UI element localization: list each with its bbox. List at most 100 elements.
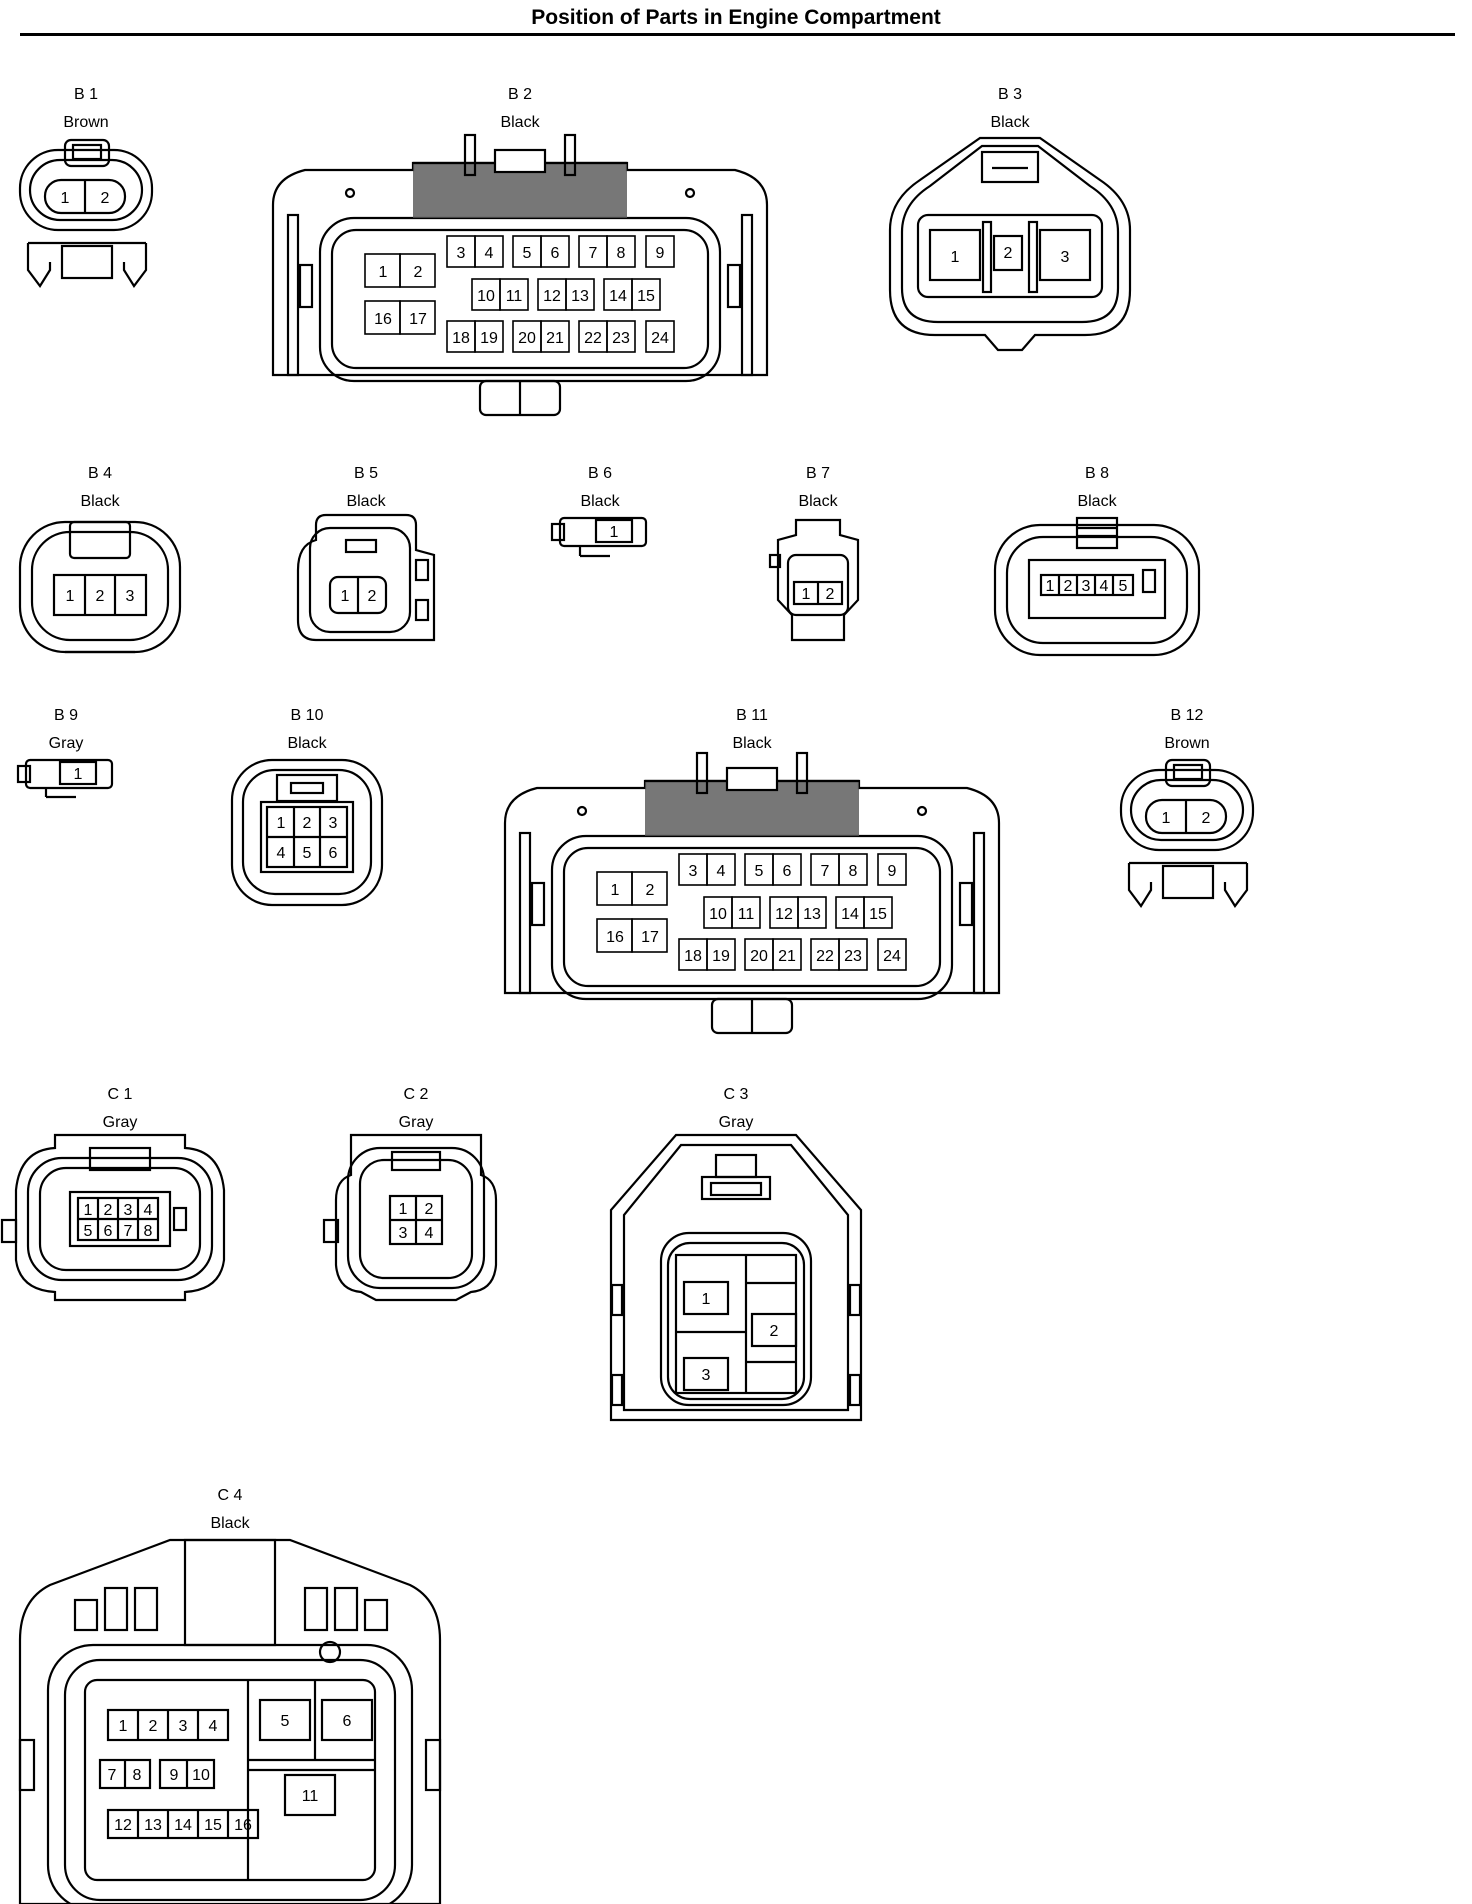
- pin-label: 20: [750, 948, 768, 965]
- pin-label: 21: [546, 330, 564, 347]
- pin-label: 14: [174, 1817, 192, 1834]
- connector-color: Black: [500, 114, 540, 131]
- pin-label: 2: [368, 588, 377, 605]
- pin-label: 1: [702, 1291, 711, 1308]
- connector-b7-body: [768, 518, 860, 642]
- connector-color: Black: [798, 493, 838, 510]
- pin-label: 1: [341, 588, 350, 605]
- connector-b4-body: [18, 520, 182, 654]
- connector-b8-body: [993, 516, 1201, 657]
- pin-label: 4: [717, 863, 726, 880]
- pin-label: 4: [277, 845, 286, 862]
- pin-label: 4: [485, 245, 494, 262]
- pin-label: 3: [457, 245, 466, 262]
- pin-label: 1: [119, 1718, 128, 1735]
- pin-label: 17: [641, 929, 659, 946]
- connector-color: Gray: [399, 1114, 434, 1131]
- connector-code: B 10: [291, 707, 324, 724]
- connector-b7: B 7 Black 1 2: [768, 465, 860, 642]
- connector-b10: B 10 Black 1 2 3 4 5 6: [230, 707, 384, 907]
- connector-code: B 2: [508, 86, 532, 103]
- pin-label: 17: [409, 311, 427, 328]
- pin-label: 10: [709, 906, 727, 923]
- connector-b9: B 9 Gray 1: [16, 707, 114, 799]
- pin-label: 21: [778, 948, 796, 965]
- connector-color: Gray: [49, 735, 84, 752]
- connector-code: B 8: [1085, 465, 1109, 482]
- pin-label: 2: [96, 588, 105, 605]
- pin-label: 2: [303, 815, 312, 832]
- pin-label: 2: [414, 264, 423, 281]
- connector-color: Gray: [103, 1114, 138, 1131]
- connector-color: Black: [580, 493, 620, 510]
- connector-b2: B 2 Black: [271, 86, 769, 417]
- connector-b1-body: [18, 138, 154, 288]
- pin-label: 1: [610, 524, 619, 541]
- pin-label: 11: [738, 906, 755, 923]
- pin-label: 5: [523, 245, 532, 262]
- pin-label: 9: [656, 245, 665, 262]
- connector-code: B 9: [54, 707, 78, 724]
- pin-label: 6: [104, 1223, 113, 1240]
- pin-label: 2: [770, 1323, 779, 1340]
- connector-code: C 1: [108, 1086, 133, 1103]
- pin-label: 2: [104, 1202, 113, 1219]
- connector-color: Black: [287, 735, 327, 752]
- connector-code: C 2: [404, 1086, 429, 1103]
- pin-label: 6: [329, 845, 338, 862]
- connector-b8: B 8 Black 1 2 3 4 5: [993, 465, 1201, 657]
- pin-label: 4: [1100, 578, 1109, 595]
- connector-code: B 3: [998, 86, 1022, 103]
- connector-code: C 3: [724, 1086, 749, 1103]
- connector-c3: C 3 Gray 1 2 3: [609, 1086, 863, 1422]
- pin-label: 2: [1064, 578, 1073, 595]
- pin-label: 5: [1119, 578, 1128, 595]
- pin-label: 3: [1082, 578, 1091, 595]
- pin-label: 1: [802, 586, 811, 603]
- pin-label: 24: [883, 948, 901, 965]
- connector-color: Black: [990, 114, 1030, 131]
- connector-c4-body: [18, 1538, 442, 1904]
- connector-b5: B 5 Black 1 2: [296, 465, 436, 642]
- pin-label: 12: [775, 906, 793, 923]
- connector-c3-body: [609, 1133, 863, 1422]
- pin-label: 1: [379, 264, 388, 281]
- connector-code: B 12: [1171, 707, 1204, 724]
- connector-b3-body: [888, 136, 1132, 352]
- pin-label: 18: [684, 948, 702, 965]
- pin-label: 3: [702, 1367, 711, 1384]
- pin-label: 1: [84, 1202, 93, 1219]
- pin-label: 16: [606, 929, 624, 946]
- pin-label: 7: [821, 863, 830, 880]
- pin-label: 4: [209, 1718, 218, 1735]
- pin-label: 6: [783, 863, 792, 880]
- pin-label: 2: [101, 190, 110, 207]
- pin-label: 16: [234, 1817, 252, 1834]
- pin-label: 1: [277, 815, 286, 832]
- pin-label: 14: [841, 906, 859, 923]
- pin-label: 12: [543, 288, 561, 305]
- pin-label: 3: [124, 1202, 133, 1219]
- pin-label: 15: [869, 906, 887, 923]
- connector-c1-body: [0, 1133, 226, 1302]
- connector-code: B 6: [588, 465, 612, 482]
- connector-code: B 5: [354, 465, 378, 482]
- connector-b3: B 3 Black 1 2 3: [888, 86, 1132, 352]
- pin-label: 7: [589, 245, 598, 262]
- connector-b10-body: [230, 758, 384, 907]
- pin-label: 3: [1061, 249, 1070, 266]
- pin-label: 5: [281, 1713, 290, 1730]
- pin-label: 5: [755, 863, 764, 880]
- pin-label: 8: [133, 1767, 142, 1784]
- connector-b2-body: [271, 133, 769, 417]
- pin-label: 1: [74, 766, 83, 783]
- connector-c1: C 1 Gray 1 2 3 4 5 6 7 8: [0, 1086, 226, 1302]
- pin-label: 6: [343, 1713, 352, 1730]
- connector-color: Brown: [1164, 735, 1209, 752]
- connector-b6: B 6 Black 1: [550, 465, 648, 558]
- pin-label: 1: [399, 1201, 408, 1218]
- connector-b5-body: [296, 513, 436, 642]
- pin-label: 15: [204, 1817, 222, 1834]
- pin-label: 22: [584, 330, 602, 347]
- pin-label: 19: [712, 948, 730, 965]
